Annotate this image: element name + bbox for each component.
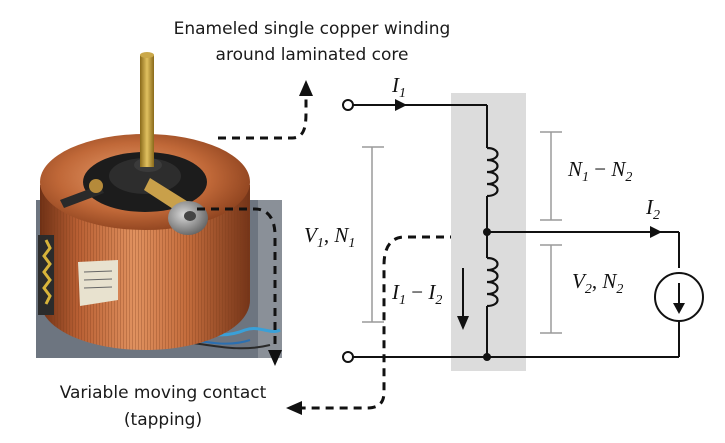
arrow-icon bbox=[673, 303, 685, 314]
arrow-icon bbox=[457, 316, 469, 330]
shaft-tip bbox=[140, 52, 154, 58]
bottom-node bbox=[483, 353, 491, 361]
terminal-icon bbox=[342, 99, 354, 111]
rating-label bbox=[78, 260, 118, 306]
bottom-caption-line1: Variable moving contact bbox=[60, 383, 267, 403]
label-line bbox=[83, 278, 113, 281]
terminal-icon bbox=[342, 351, 354, 363]
label-i2: I2 bbox=[645, 195, 660, 223]
bottom-caption-line2: (tapping) bbox=[124, 410, 202, 430]
upper-coil bbox=[486, 146, 499, 198]
top-caption-line2: around laminated core bbox=[216, 45, 409, 65]
side-wire bbox=[42, 239, 52, 305]
label-line bbox=[83, 270, 113, 273]
tap-callout-arrow bbox=[300, 235, 486, 410]
label-i1: I1 bbox=[391, 73, 406, 101]
autotransformer-schematic: I1 I2 V1, N1 N1 − N2 V2, N2 I1 − I2 bbox=[304, 73, 704, 371]
arrow-icon bbox=[395, 99, 407, 111]
label-v2-n2: V2, N2 bbox=[572, 269, 623, 297]
label-n1-minus-n2: N1 − N2 bbox=[567, 157, 632, 185]
hub-plate bbox=[109, 158, 181, 194]
brass-shaft bbox=[140, 55, 154, 167]
lower-coil bbox=[486, 256, 499, 308]
arrow-icon bbox=[286, 401, 302, 415]
brush-wheel-hub bbox=[184, 211, 196, 221]
variac-photo bbox=[36, 52, 282, 358]
base-plate-edge bbox=[258, 200, 282, 358]
label-line bbox=[83, 286, 113, 289]
winding-callout-arrow bbox=[218, 88, 308, 140]
arrow-icon bbox=[299, 80, 313, 96]
top-caption-line1: Enameled single copper winding bbox=[174, 19, 451, 39]
label-i1-minus-i2: I1 − I2 bbox=[391, 280, 442, 308]
arrow-icon bbox=[650, 226, 662, 238]
arrow-icon bbox=[268, 350, 282, 366]
label-v1-n1: V1, N1 bbox=[304, 223, 355, 251]
terminal-screw bbox=[89, 179, 103, 193]
contact-callout-to-photo bbox=[197, 207, 277, 356]
